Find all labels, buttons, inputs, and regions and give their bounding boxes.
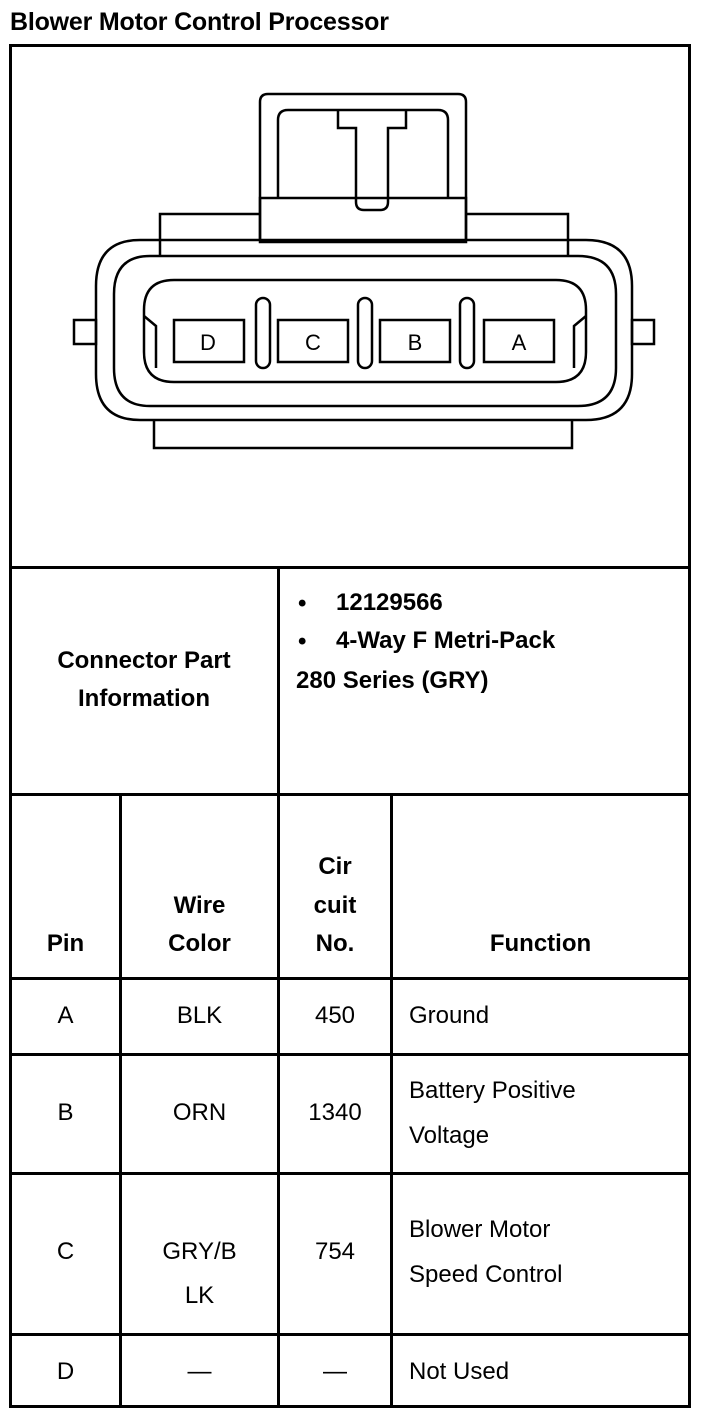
row-d-wire: —: [187, 1358, 212, 1385]
row-a-circuit: 450: [314, 1002, 356, 1029]
row-b-wire: ORN: [172, 1099, 227, 1126]
row-d-pin: D: [56, 1358, 75, 1385]
row-c-circuit: 754: [314, 1238, 356, 1265]
divider-part-col: [277, 566, 280, 1408]
header-circuit-1: Cir: [318, 853, 352, 880]
row-c-wire-2: LK: [184, 1282, 215, 1309]
pin-label-a: A: [512, 330, 527, 355]
connector-drawing: D C B A: [72, 92, 656, 450]
row-c-pin: C: [56, 1238, 75, 1265]
header-circuit-3: No.: [315, 930, 355, 957]
bullet-icon: •: [298, 590, 307, 617]
pin-label-b: B: [408, 330, 423, 355]
divider-circuit-col: [390, 793, 393, 1408]
row-b-function-2: Voltage: [409, 1122, 490, 1149]
pin-label-c: C: [305, 330, 321, 355]
divider-row-b: [9, 1172, 691, 1175]
divider-diagram: [9, 566, 691, 569]
connector-type: 4-Way F Metri-Pack: [336, 627, 556, 654]
divider-header: [9, 977, 691, 980]
divider-row-a: [9, 1053, 691, 1056]
row-c-function-2: Speed Control: [409, 1261, 563, 1288]
part-info-label: Connector Part Information: [57, 647, 231, 712]
row-d-function: Not Used: [409, 1358, 510, 1385]
divider-pin-col: [119, 793, 122, 1408]
row-b-function-1: Battery Positive: [409, 1077, 576, 1104]
header-wire-color-1: Wire: [173, 892, 226, 919]
divider-part-info: [9, 793, 691, 796]
row-b-pin: B: [57, 1099, 74, 1126]
bullet-icon: •: [298, 628, 307, 655]
diagram-title: Blower Motor Control Processor: [10, 8, 389, 36]
part-number: 12129566: [336, 589, 443, 616]
header-circuit-2: cuit: [313, 892, 357, 919]
row-a-pin: A: [57, 1002, 74, 1029]
row-d-circuit: —: [323, 1358, 347, 1385]
row-a-function: Ground: [409, 1002, 490, 1029]
header-wire-color-2: Color: [168, 930, 231, 957]
row-a-wire: BLK: [176, 1002, 223, 1029]
divider-row-c: [9, 1333, 691, 1336]
row-b-circuit: 1340: [308, 1099, 362, 1126]
pin-label-d: D: [200, 330, 216, 355]
connector-frame: [9, 44, 691, 1408]
row-c-function-1: Blower Motor: [409, 1216, 551, 1243]
connector-series: 280 Series (GRY): [296, 667, 489, 694]
header-pin: Pin: [46, 930, 85, 957]
header-function: Function: [489, 930, 592, 957]
row-c-wire-1: GRY/B: [162, 1238, 237, 1265]
